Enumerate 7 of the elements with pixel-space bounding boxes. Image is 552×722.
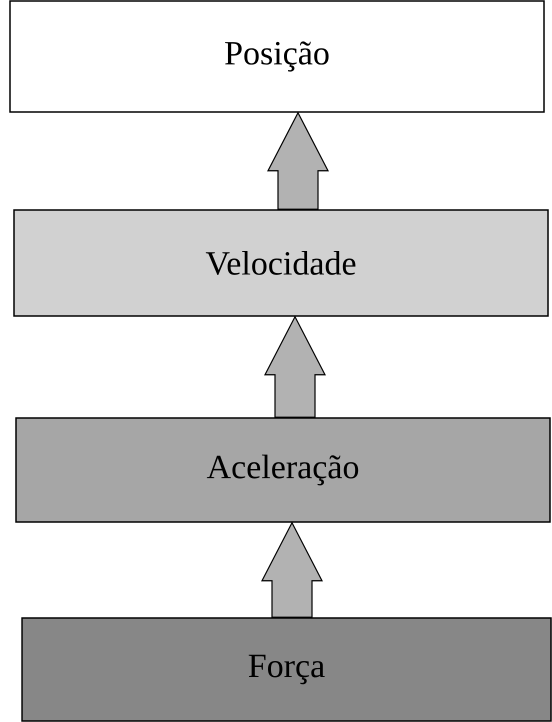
process-box: Velocidade <box>13 209 549 317</box>
process-box: Posição <box>9 0 545 113</box>
block-arrow <box>261 521 323 618</box>
process-box: Força <box>21 617 552 722</box>
block-arrow <box>267 111 329 210</box>
process-box: Aceleração <box>15 417 551 523</box>
block-arrow <box>264 315 326 418</box>
